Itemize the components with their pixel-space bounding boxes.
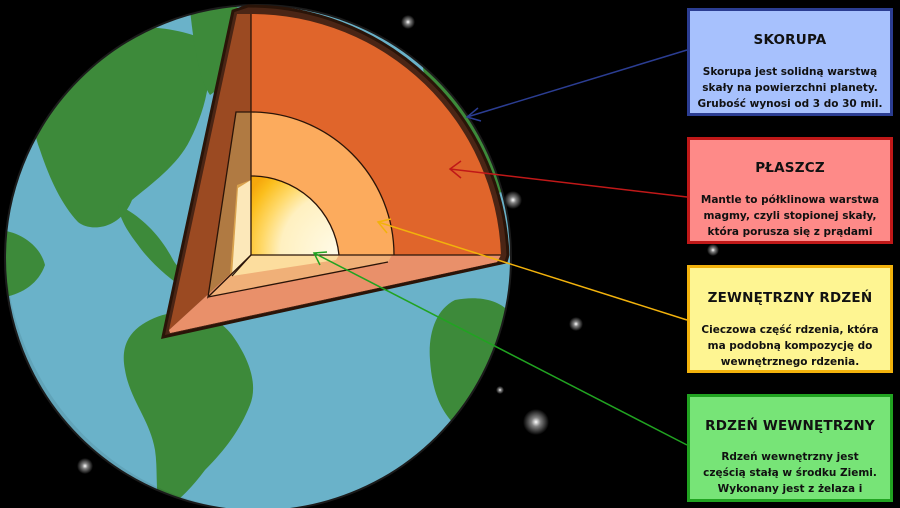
mantle-label-box: PŁASZCZ Mantle to półklinowa warstwa mag…	[687, 137, 893, 244]
mantle-description: Mantle to półklinowa warstwa magmy, czyl…	[700, 194, 880, 238]
pointer-lines	[312, 49, 688, 446]
crust-pointer	[465, 49, 688, 122]
inner-core-title: RDZEŃ WEWNĘTRZNY	[705, 418, 875, 434]
inner-core-description: Rdzeń wewnętrzny jest częścią stałą w śr…	[703, 451, 877, 495]
cutaway	[161, 4, 510, 339]
stars	[77, 15, 719, 474]
crust-title: SKORUPA	[753, 32, 827, 48]
crust-label-box: SKORUPA Skorupa jest solidną warstwą ska…	[687, 8, 893, 116]
outer-core-label-box: ZEWNĘTRZNY RDZEŃ Cieczowa część rdzenia,…	[687, 265, 893, 373]
inner-core-label-box: RDZEŃ WEWNĘTRZNY Rdzeń wewnętrzny jest c…	[687, 394, 893, 502]
mantle-title: PŁASZCZ	[755, 160, 825, 176]
outer-core-title: ZEWNĘTRZNY RDZEŃ	[707, 290, 873, 306]
outer-core-description: Cieczowa część rdzenia, która ma podobną…	[701, 324, 879, 368]
inner-core-pointer	[312, 251, 688, 446]
outer-core-pointer	[376, 218, 688, 321]
crust-description: Skorupa jest solidną warstwą skały na po…	[697, 66, 883, 110]
mantle-pointer	[448, 160, 688, 198]
